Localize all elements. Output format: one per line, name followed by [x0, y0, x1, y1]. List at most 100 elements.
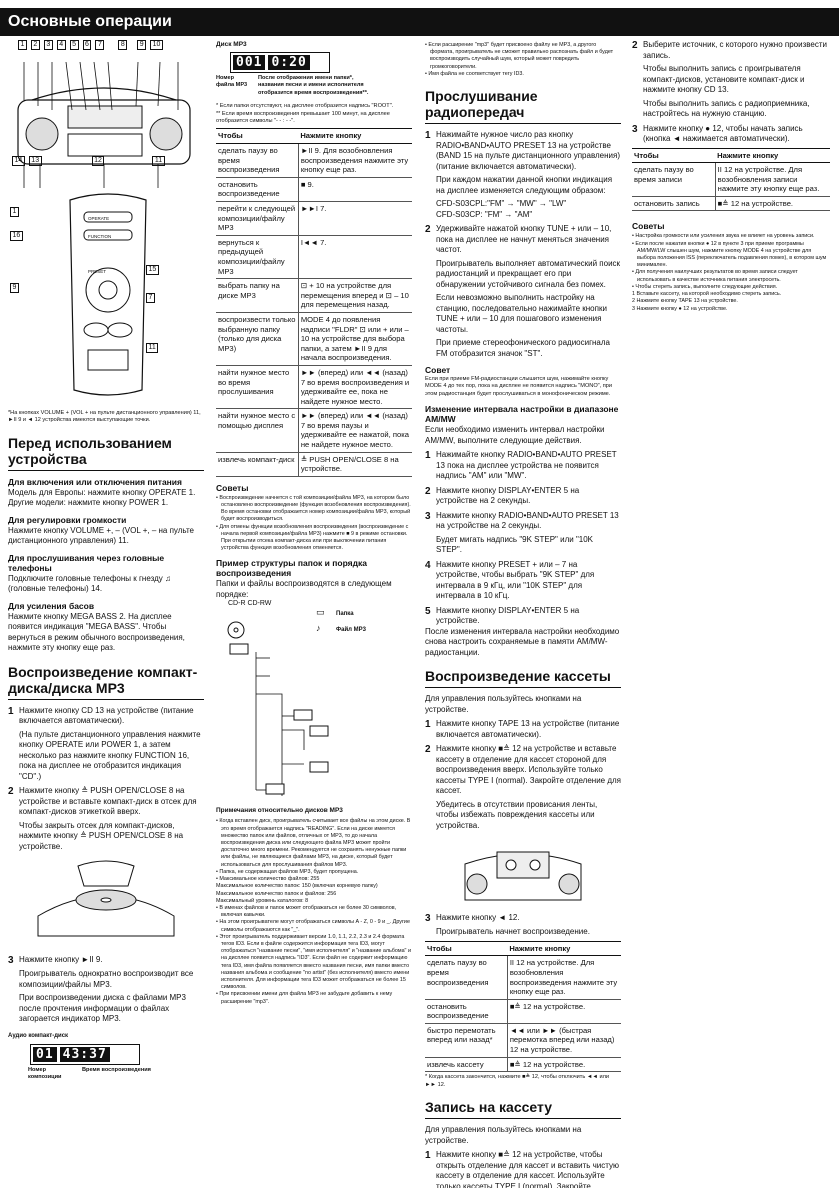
table-cell: сделать паузу во время воспроизведения — [425, 955, 508, 1000]
bottom-callouts: 14 13 12 11 — [12, 156, 165, 166]
folder-icon: ▭ — [316, 607, 325, 618]
boombox-illustration — [17, 61, 191, 188]
list-item: 3 Нажмите кнопку ● 12 на устройстве. — [632, 305, 728, 312]
callout: 13 — [28, 156, 42, 166]
volume-text: Нажмите кнопку VOLUME +, – (VOL +, – на … — [8, 525, 194, 546]
list-item: 1 Вставьте кассету, на которой необходим… — [632, 291, 782, 298]
table-cell: остановить запись — [632, 196, 716, 212]
table-row: остановить воспроизведение■≜ 12 на устро… — [425, 999, 621, 1024]
radio-tip-heading: Совет — [425, 365, 451, 376]
remote-callout-11: 11 — [146, 336, 159, 354]
callout: 12 — [91, 156, 105, 166]
table-cell: ■≜ 12 на устройстве. — [507, 1057, 621, 1073]
recording-step-2-note-a: Чтобы выполнить запись с проигрывателя к… — [643, 64, 805, 94]
audio-cd-heading: Аудио компакт-диск — [8, 1032, 69, 1039]
table-cell: сделать паузу во время воспроизведения — [216, 143, 299, 178]
headphones-heading: Для прослушивания через головные телефон… — [8, 552, 165, 573]
list-item: • Максимальное количество файлов: 255 — [216, 876, 320, 883]
remote-function-label: FUNCTION — [88, 234, 112, 239]
list-item: • На этом проигрывателе могут отображать… — [216, 919, 410, 933]
headphones-text: Подключите головные телефоны к гнезду ♫ … — [8, 573, 171, 594]
column-1: 1 2 3 4 5 6 7 8 9 10 14 13 12 11 1 — [8, 40, 204, 1082]
table-row: перейти к следующей композиции/файлу MP3… — [216, 201, 412, 236]
table-cell: найти нужное место с помощью дисплея — [216, 408, 299, 453]
page-header: Основные операции — [0, 8, 839, 36]
cd-step-3-note-a: Проигрыватель однократно воспроизводит в… — [19, 969, 194, 989]
recording-intro: Для управления пользуйтесь кнопками на у… — [425, 1125, 582, 1145]
table-cell: ⊡ + 10 на устройстве для перемещения впе… — [298, 278, 412, 313]
cd-media-label: CD-R CD-RW — [228, 600, 272, 608]
callout: 7 — [95, 40, 105, 50]
table-cell: ►► (вперед) или ◄◄ (назад) 7 во время па… — [298, 408, 412, 453]
cassette-illustration — [464, 851, 582, 901]
table-row: сделать паузу во время воспроизведения►I… — [216, 143, 412, 178]
list-item: • Имя файла не соответствует тегу ID3. — [425, 70, 524, 77]
music-file-icon: ♪ — [316, 623, 321, 634]
remote-callout-15: 15 — [146, 258, 159, 276]
table-row: быстро перемотать вперед или назад*◄◄ ил… — [425, 1023, 621, 1058]
diagram-footnote: *На кнопках VOLUME + (VOL + на пульте ди… — [8, 410, 201, 424]
callout: 14 — [12, 156, 25, 166]
table-cell: сделать паузу во время записи — [632, 162, 716, 197]
table-row: вернуться к предыдущей композиции/файлу … — [216, 235, 412, 280]
table-cell: ■≜ 12 на устройстве. — [507, 999, 621, 1024]
power-heading: Для включения или отключения питания — [8, 476, 182, 487]
cd-step-1-note: (На пульте дистанционного управления наж… — [19, 729, 201, 781]
table-row: извлечь кассету■≜ 12 на устройстве. — [425, 1057, 621, 1073]
folder-structure-text: Папки и файлы воспроизводятся в следующе… — [216, 579, 392, 599]
recording-tips-list: • Настройка громкости или усиления звука… — [632, 233, 830, 312]
mp3-file-number-label: Номер файла MP3 — [216, 75, 248, 89]
list-item: • В именах файлов и папок может отобража… — [216, 904, 397, 919]
mp3-notes-heading: Примечания относительно дисков MP3 — [216, 807, 343, 815]
cd-step-3-note-b: При воспроизведении диска с файлами MP3 … — [19, 993, 186, 1024]
cd-insert-illustration — [37, 860, 175, 937]
section-tape: Воспроизведение кассеты — [425, 668, 621, 689]
table-cell: извлечь компакт-диск — [216, 452, 299, 477]
section-radio: Прослушивание радиопередач — [425, 88, 621, 125]
callout: 11 — [152, 156, 165, 166]
table-cell: остановить воспроизведение — [216, 177, 299, 203]
table-cell: остановить воспроизведение — [425, 999, 508, 1024]
interval-step-5-note: После изменения интервала настройки необ… — [425, 626, 620, 657]
remote-callout-7: 7 — [146, 286, 155, 304]
table-row: найти нужное место во время прослушивани… — [216, 365, 412, 410]
table-cell: извлечь кассету — [425, 1057, 508, 1073]
legend-folder: Папка — [336, 611, 354, 618]
mp3-footnote-1: * Если папки отсутствуют, на дисплее ото… — [216, 103, 394, 110]
track-number-display: 01 — [33, 1046, 57, 1062]
table-cell: выбрать папку на диске MP3 — [216, 278, 299, 313]
list-item: • Этот проигрыватель поддерживает версии… — [216, 933, 411, 991]
table-cell: II 12 на устройстве. Для возобновления з… — [715, 162, 830, 197]
interval-heading: Изменение интервала настройки в диапазон… — [425, 404, 619, 425]
table-cell: ►► (вперед) или ◄◄ (назад) 7 во время во… — [298, 365, 412, 410]
page-title: Основные операции — [8, 13, 172, 30]
remote-callout-1: 1 — [10, 200, 19, 218]
callout: 6 — [82, 40, 92, 50]
table-cell: ►►I 7. — [298, 201, 412, 236]
table-cell: вернуться к предыдущей композиции/файлу … — [216, 235, 299, 280]
track-number-label: Номер композиции — [28, 1066, 62, 1081]
table-cell: I◄◄ 7. — [298, 235, 412, 280]
section-recording: Запись на кассету — [425, 1099, 621, 1120]
folder-tree-lines — [227, 621, 329, 797]
power-text: Модель для Европы: нажмите кнопку OPERAT… — [8, 487, 196, 508]
list-item: Максимальное количество папок и файлов: … — [216, 890, 337, 897]
callout: 1 — [18, 40, 27, 50]
list-item: Максимальное количество папок: 150 (вклю… — [216, 883, 378, 890]
cd-step-2-note: Чтобы закрыть отсек для компакт-дисков, … — [19, 820, 184, 851]
volume-heading: Для регулировки громкости — [8, 514, 127, 525]
list-item: • При присвоении имени для файла MP3 не … — [216, 991, 393, 1005]
callout: 2 — [30, 40, 40, 50]
recording-tips-heading: Советы — [632, 221, 665, 232]
callout: 4 — [56, 40, 66, 50]
table-cell: быстро перемотать вперед или назад* — [425, 1023, 508, 1058]
list-item: • Для получения наилучших результатов во… — [632, 269, 798, 283]
